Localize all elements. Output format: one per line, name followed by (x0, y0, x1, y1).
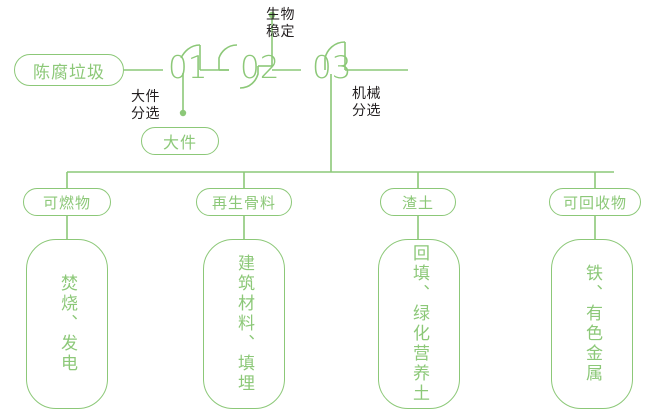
box-outcome-combustible-text: 焚烧、发电 (58, 274, 77, 374)
box-outcome-recycled-aggregate-text: 建筑材料、填埋 (235, 254, 254, 394)
arc-02-top-left (218, 44, 238, 70)
box-outcome-recyclables[interactable]: 铁、有色金属 (551, 239, 633, 409)
stage-label-mechanical-sorting: 机械 分选 (352, 85, 381, 118)
node-dot-bulky (179, 109, 187, 117)
box-outcome-combustible[interactable]: 焚烧、发电 (26, 239, 108, 409)
node-output-recyclables[interactable]: 可回收物 (549, 188, 641, 216)
node-output-bulky[interactable]: 大件 (141, 127, 219, 155)
box-outcome-recyclables-text: 铁、有色金属 (583, 264, 602, 384)
stage-number-02[interactable]: 02 (240, 50, 280, 86)
box-outcome-residual-soil[interactable]: 回填、绿化营养土 (378, 239, 460, 409)
node-root-waste[interactable]: 陈腐垃圾 (14, 54, 124, 86)
stage-label-biological-stabilization: 生物 稳定 (266, 6, 295, 39)
box-outcome-residual-soil-text: 回填、绿化营养土 (410, 244, 429, 404)
stage-number-03[interactable]: 03 (312, 50, 352, 86)
stage-label-bulky-sorting: 大件 分选 (131, 88, 160, 121)
box-outcome-recycled-aggregate[interactable]: 建筑材料、填埋 (203, 239, 285, 409)
node-output-recycled-aggregate[interactable]: 再生骨料 (196, 188, 292, 216)
node-output-residual-soil[interactable]: 渣土 (380, 188, 456, 216)
stage-number-01[interactable]: 01 (168, 50, 208, 86)
node-output-combustible[interactable]: 可燃物 (23, 188, 111, 216)
